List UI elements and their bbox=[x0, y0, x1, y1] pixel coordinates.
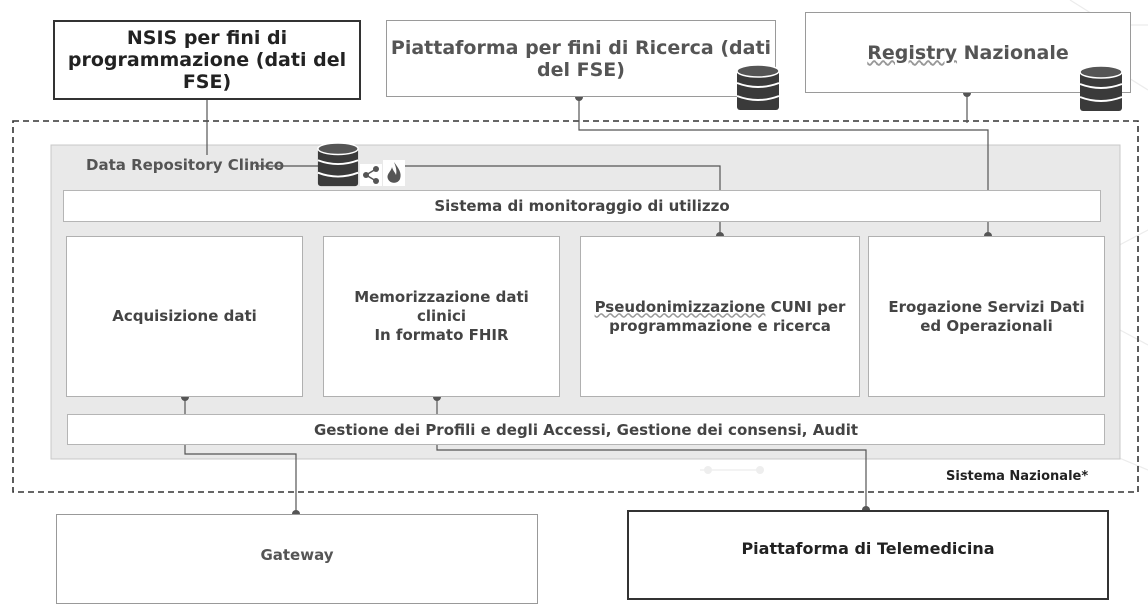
database-icon bbox=[736, 64, 780, 110]
module-erogazione: Erogazione Servizi Dati ed Operazionali bbox=[868, 236, 1105, 397]
sistema-nazionale-label: Sistema Nazionale* bbox=[946, 469, 1089, 484]
sistema-nazionale-boundary bbox=[12, 120, 1139, 493]
access-bar: Gestione dei Profili e degli Accessi, Ge… bbox=[67, 414, 1105, 445]
monitoring-bar-label: Sistema di monitoraggio di utilizzo bbox=[434, 197, 730, 215]
memorizzazione-line2: clinici bbox=[416, 307, 467, 325]
module-pseudonimizzazione: Pseudonimizzazione CUNI per programmazio… bbox=[580, 236, 860, 397]
pseudo-rest: CUNI per bbox=[765, 297, 846, 316]
memorizzazione-line3: In formato FHIR bbox=[374, 326, 509, 344]
nsis-title-line2: programmazione (dati del bbox=[67, 49, 347, 71]
erogazione-line2: ed Operazionali bbox=[920, 316, 1053, 335]
registry-title: Registry Nazionale bbox=[867, 42, 1069, 64]
monitoring-bar: Sistema di monitoraggio di utilizzo bbox=[63, 190, 1101, 222]
registry-box: Registry Nazionale bbox=[805, 12, 1131, 93]
module-acquisizione: Acquisizione dati bbox=[66, 236, 303, 397]
database-icon bbox=[1079, 65, 1123, 111]
ricerca-title-line1: Piattaforma per fini di Ricerca (dati bbox=[390, 37, 772, 59]
database-icon bbox=[317, 142, 359, 187]
flame-icon bbox=[383, 160, 405, 186]
ricerca-box: Piattaforma per fini di Ricerca (dati de… bbox=[386, 20, 776, 97]
nsis-box: NSIS per fini di programmazione (dati de… bbox=[53, 20, 361, 100]
nsis-title-line3: FSE) bbox=[182, 71, 232, 93]
pseudo-word: Pseudonimizzazione bbox=[594, 297, 766, 316]
gateway-label: Gateway bbox=[260, 546, 334, 564]
registry-word: Registry bbox=[867, 41, 958, 64]
registry-word2: Nazionale bbox=[957, 41, 1069, 64]
share-icon bbox=[360, 164, 382, 186]
erogazione-line1: Erogazione Servizi Dati bbox=[888, 297, 1085, 316]
module-memorizzazione: Memorizzazione dati clinici In formato F… bbox=[323, 236, 560, 397]
memorizzazione-line1: Memorizzazione dati bbox=[354, 288, 529, 306]
ricerca-title-line2: del FSE) bbox=[537, 59, 625, 81]
access-bar-label: Gestione dei Profili e degli Accessi, Ge… bbox=[313, 420, 859, 439]
repository-label: Data Repository Clinico bbox=[86, 156, 285, 174]
pseudo-line2: programmazione e ricerca bbox=[609, 316, 831, 335]
telemedicina-box: Piattaforma di Telemedicina bbox=[627, 510, 1109, 600]
gateway-box: Gateway bbox=[56, 514, 538, 604]
nsis-title-line1: NSIS per fini di bbox=[126, 27, 288, 49]
pseudo-line1: Pseudonimizzazione CUNI per bbox=[595, 298, 846, 317]
telemedicina-label: Piattaforma di Telemedicina bbox=[741, 539, 995, 558]
module-acquisizione-label: Acquisizione dati bbox=[112, 307, 257, 325]
